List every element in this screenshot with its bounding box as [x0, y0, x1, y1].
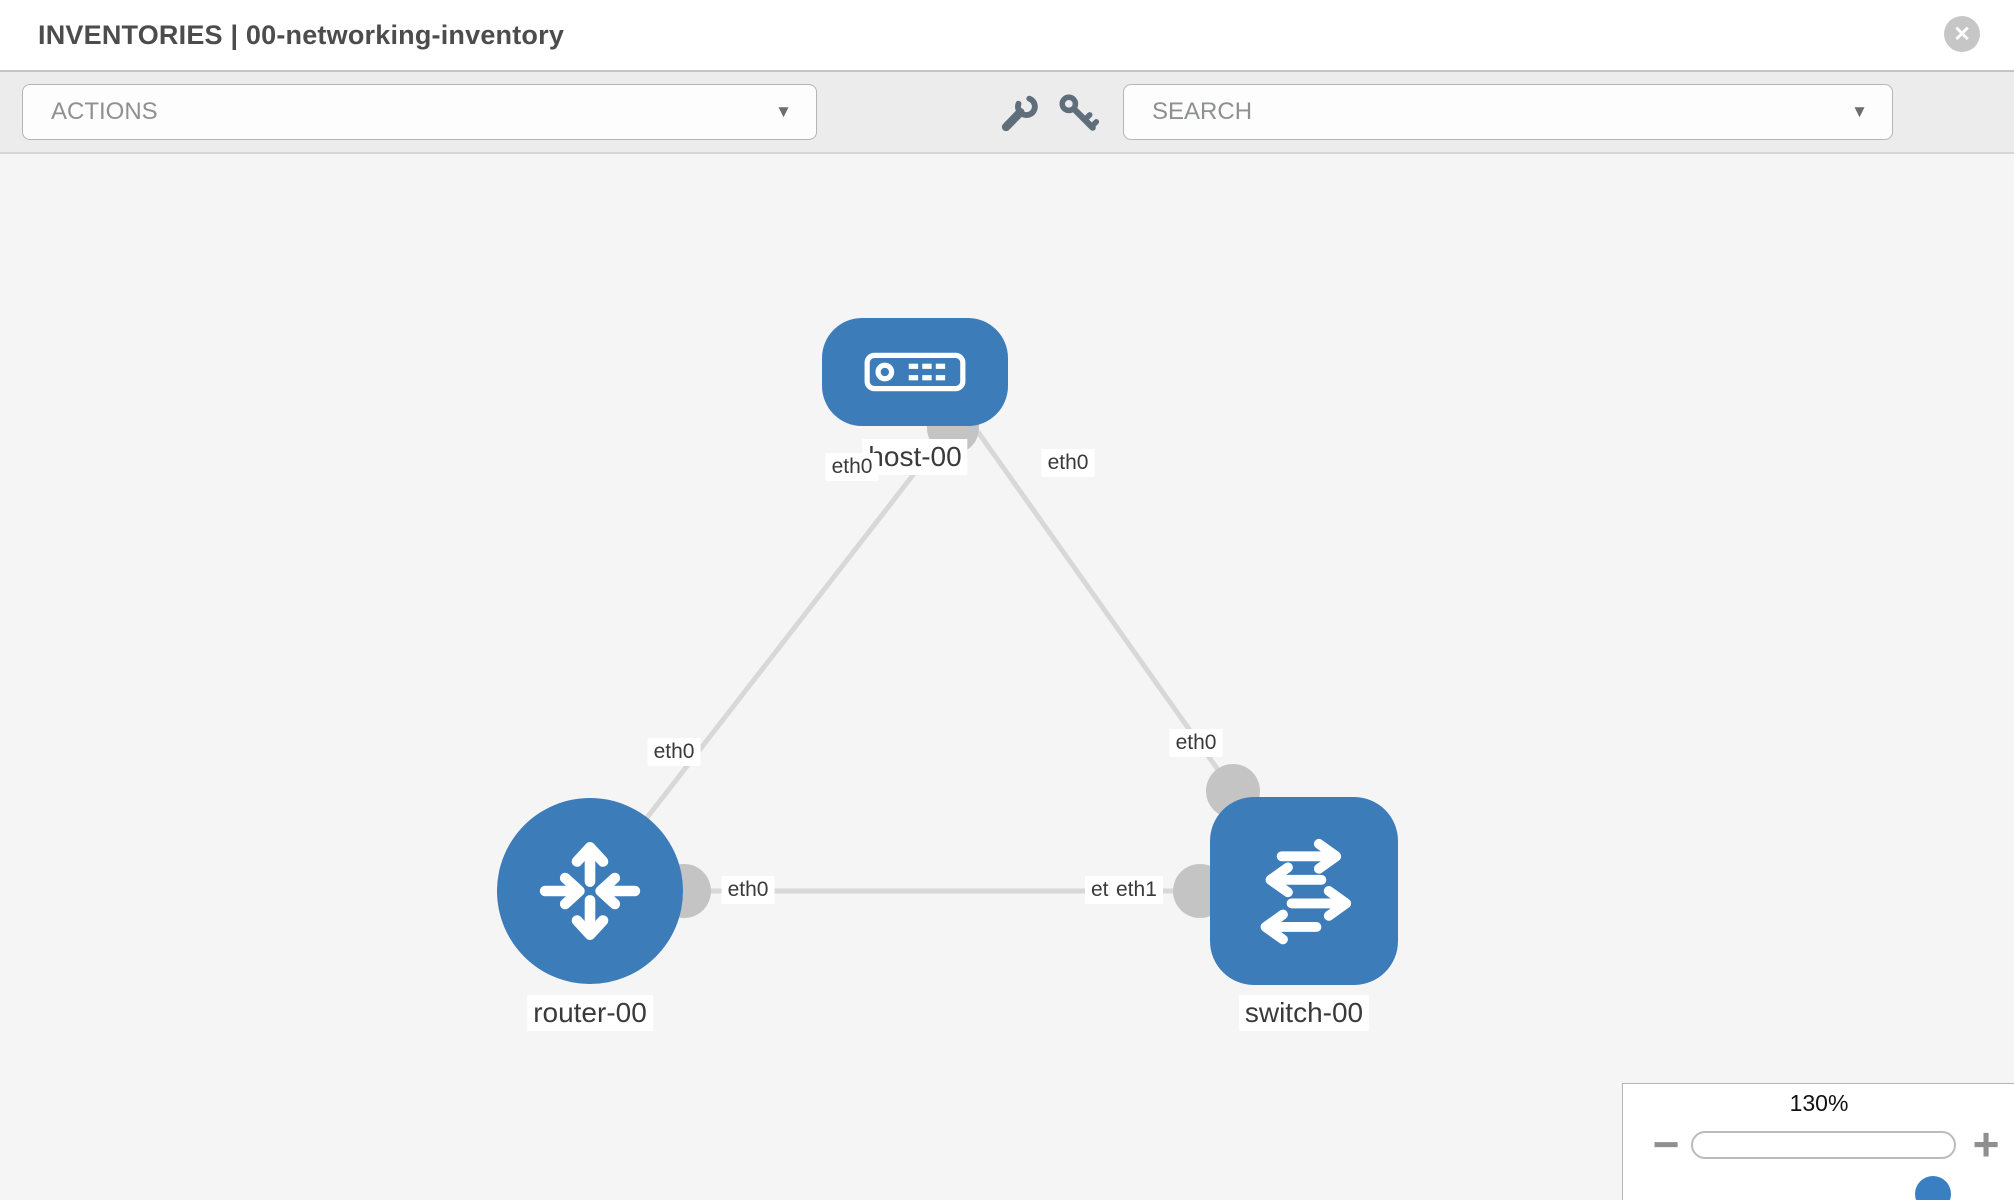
link-host-router — [588, 428, 950, 893]
search-dropdown[interactable]: SEARCH ▼ — [1123, 84, 1893, 140]
switch-icon — [1260, 838, 1352, 945]
actions-dropdown[interactable]: ACTIONS ▼ — [22, 84, 817, 140]
host-icon — [864, 352, 966, 392]
zoom-in-button[interactable]: + — [1964, 1114, 2008, 1174]
node-label-router: router-00 — [527, 995, 653, 1031]
node-label-host: host-00 — [862, 439, 968, 475]
interface-label-switch-uplink: eth0 — [1169, 729, 1223, 757]
toolbar: ACTIONS ▼ SEARCH ▼ — [0, 72, 2014, 154]
interface-label-router-eth0: eth0 — [721, 876, 775, 904]
key-icon — [1059, 94, 1100, 131]
router-icon — [539, 842, 641, 940]
node-label-switch: switch-00 — [1238, 995, 1370, 1031]
node-router[interactable] — [497, 798, 683, 984]
chevron-down-icon: ▼ — [775, 102, 792, 121]
page-title: INVENTORIES | 00-networking-inventory — [38, 19, 565, 50]
interface-ports — [657, 402, 1260, 918]
plus-icon: + — [1972, 1118, 2000, 1170]
node-switch[interactable] — [1210, 797, 1398, 985]
header: INVENTORIES | 00-networking-inventory ✕ — [0, 0, 2014, 72]
close-button[interactable]: ✕ — [1944, 16, 1980, 52]
credentials-button[interactable] — [1056, 91, 1100, 135]
interface-label-router-uplink: eth0 — [647, 738, 701, 766]
zoom-slider-thumb[interactable] — [1915, 1176, 1951, 1200]
zoom-level-value: 130% — [1789, 1090, 1849, 1116]
search-dropdown-label: SEARCH — [1152, 98, 1253, 125]
actions-dropdown-label: ACTIONS — [51, 98, 158, 125]
zoom-slider-track[interactable] — [1691, 1131, 1956, 1200]
close-icon: ✕ — [1953, 22, 1971, 46]
tools-button[interactable] — [998, 91, 1042, 135]
links-layer — [588, 402, 1260, 918]
interface-label-host-left: eth0 — [825, 453, 879, 481]
topology-canvas[interactable]: host-00 router-00 switch-00 eth0 eth0 et… — [0, 154, 2014, 1200]
wrench-icon — [1001, 95, 1038, 132]
node-host[interactable] — [822, 318, 1008, 426]
interface-label-host-right: eth0 — [1041, 449, 1095, 477]
zoom-panel: 130% − + — [1622, 1083, 2014, 1200]
minus-icon: − — [1652, 1118, 1680, 1170]
link-lines — [588, 428, 1236, 894]
zoom-out-button[interactable]: − — [1644, 1114, 1688, 1174]
chevron-down-icon: ▼ — [1851, 102, 1868, 121]
interface-label-switch-eth1: eth1 — [1110, 876, 1163, 904]
